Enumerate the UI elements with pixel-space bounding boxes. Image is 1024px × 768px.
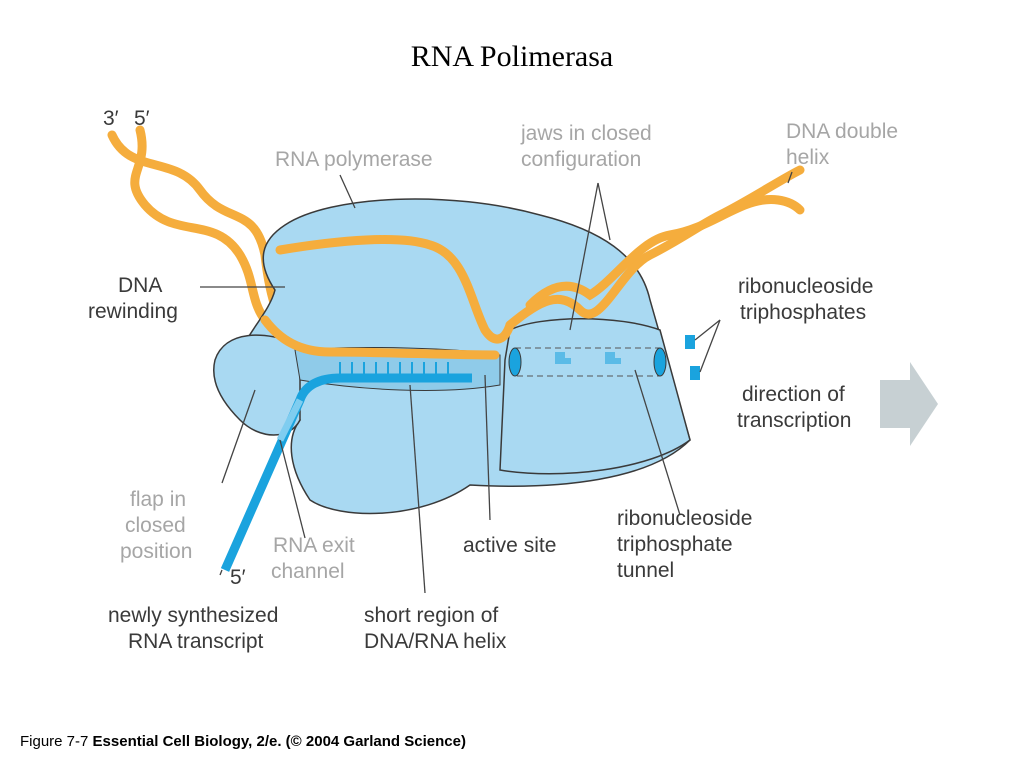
label-rna-exit-line1: RNA exit xyxy=(273,534,355,557)
label-dna-5prime: 5′ xyxy=(134,107,150,130)
rna-exit-segment xyxy=(276,398,304,442)
label-dna-3prime: 3′ xyxy=(103,107,119,130)
label-tunnel-line3: tunnel xyxy=(617,559,674,582)
polymerase-jaw-front xyxy=(499,318,691,475)
leader-lines xyxy=(200,171,793,594)
ntp-tunnel xyxy=(508,347,667,377)
label-direction-line2: transcription xyxy=(737,409,851,432)
label-short-region-line2: DNA/RNA helix xyxy=(364,630,507,653)
caption-figure-number: Figure 7-7 xyxy=(20,733,89,750)
non-template-dna-strand xyxy=(275,235,515,344)
template-dna-strand xyxy=(260,315,500,360)
label-newly-line1: newly synthesized xyxy=(108,604,278,627)
label-ribonucleoside-line1: ribonucleoside xyxy=(738,275,873,298)
direction-arrow xyxy=(880,362,938,446)
label-flap-line3: position xyxy=(120,540,192,563)
caption-source: Essential Cell Biology, 2/e. (© 2004 Gar… xyxy=(92,733,466,750)
label-tunnel-line1: ribonucleoside xyxy=(617,507,752,530)
label-flap-line1: flap in xyxy=(130,488,186,511)
label-short-region-line1: short region of xyxy=(364,604,498,627)
label-tunnel-line2: triphosphate xyxy=(617,533,733,556)
rna-transcript xyxy=(220,373,472,572)
downstream-dna-helix xyxy=(505,165,805,330)
label-rna-exit-line2: channel xyxy=(271,560,345,583)
ntp-molecules-in-tunnel xyxy=(555,352,621,364)
figure-caption: Figure 7-7 Essential Cell Biology, 2/e. … xyxy=(20,733,466,750)
free-ntp-molecules xyxy=(685,335,700,380)
label-newly-line2: RNA transcript xyxy=(128,630,264,653)
dna-rna-hybrid-pairs xyxy=(339,362,449,375)
label-dna-rewinding-line2: rewinding xyxy=(88,300,178,323)
label-dna-double-line1: DNA double xyxy=(786,120,898,143)
label-dna-rewinding-line1: DNA xyxy=(118,274,162,297)
label-jaws-line2: configuration xyxy=(521,148,641,171)
label-flap-line2: closed xyxy=(125,514,186,537)
label-rna-5prime: 5′ xyxy=(230,566,246,589)
label-dna-double-line2: helix xyxy=(786,146,830,169)
label-jaws-line1: jaws in closed xyxy=(520,122,652,145)
label-active-site: active site xyxy=(463,534,556,557)
slide-title: RNA Polimerasa xyxy=(410,40,614,73)
label-direction-line1: direction of xyxy=(742,383,845,406)
label-rna-polymerase: RNA polymerase xyxy=(275,148,433,171)
label-ribonucleoside-line2: triphosphates xyxy=(740,301,866,324)
